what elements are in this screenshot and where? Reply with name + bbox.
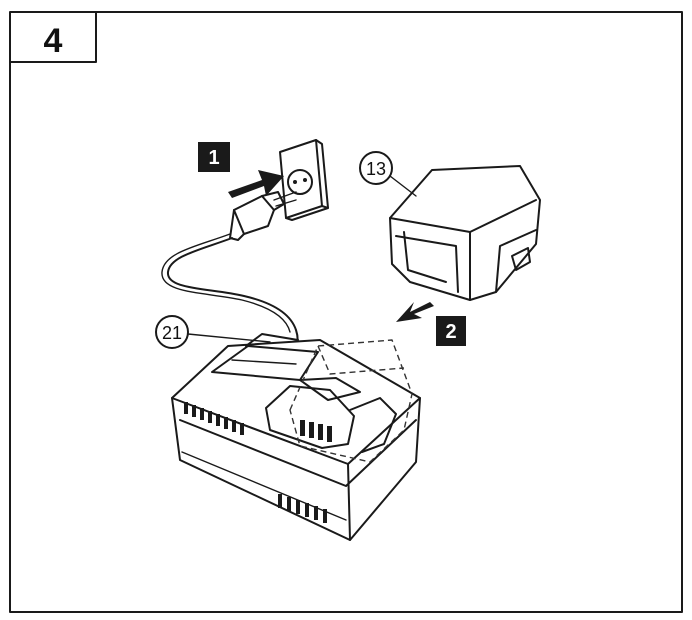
battery-placement-outline bbox=[289, 339, 413, 463]
charger-terminals bbox=[300, 420, 332, 442]
callout-21: 21 bbox=[155, 315, 271, 349]
svg-text:21: 21 bbox=[162, 323, 182, 343]
step-2-badge: 2 bbox=[436, 316, 466, 346]
battery-placement-outline-inner bbox=[317, 345, 405, 375]
power-cord-inner bbox=[161, 233, 291, 333]
tab-frame bbox=[9, 11, 97, 63]
power-cord bbox=[166, 237, 299, 357]
svg-text:2: 2 bbox=[445, 321, 456, 343]
charger bbox=[171, 333, 421, 541]
svg-text:13: 13 bbox=[366, 159, 386, 179]
plug-in-arrow bbox=[228, 170, 284, 198]
figure-frame bbox=[9, 11, 683, 613]
svg-text:1: 1 bbox=[208, 147, 219, 169]
insert-arrow bbox=[396, 302, 434, 322]
battery-pack bbox=[389, 165, 541, 301]
power-plug bbox=[229, 191, 297, 241]
tab-number: 4 bbox=[44, 22, 63, 60]
charger-vents-left bbox=[184, 402, 244, 435]
step-1-badge: 1 bbox=[198, 142, 230, 172]
charger-vents-bottom bbox=[278, 494, 327, 523]
wall-socket bbox=[279, 139, 329, 221]
callout-13: 13 bbox=[359, 151, 417, 197]
